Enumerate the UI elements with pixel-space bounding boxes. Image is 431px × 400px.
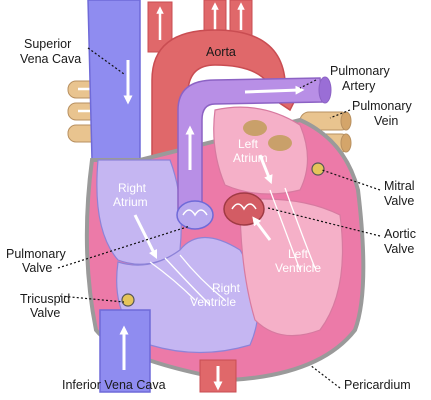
leader-lines (57, 47, 381, 389)
label-pulmonary-artery-2: Artery (342, 79, 376, 93)
right-atrium-chamber (96, 159, 182, 265)
label-superior-vena-cava-2: Vena Cava (20, 52, 81, 66)
label-pulmonary-vein-2: Vein (374, 114, 398, 128)
label-aorta: Aorta (206, 45, 236, 59)
label-aortic-valve-1: Aortic (384, 227, 416, 241)
label-inferior-vena-cava: Inferior Vena Cava (62, 378, 166, 392)
left-atrium-chamber (213, 106, 309, 195)
label-right-ventricle-2: Ventricle (190, 295, 236, 309)
label-pericardium: Pericardium (344, 378, 411, 392)
label-pulmonary-valve-1: Pulmonary (6, 247, 66, 261)
label-right-ventricle-1: Right (212, 281, 241, 295)
label-left-atrium-2: Atrium (233, 151, 268, 165)
label-pulmonary-artery-1: Pulmonary (330, 64, 390, 78)
label-right-atrium-1: Right (118, 181, 147, 195)
tricuspid-valve-dot (121, 293, 135, 307)
label-left-atrium-1: Left (238, 137, 259, 151)
label-mitral-valve-1: Mitral (384, 179, 415, 193)
label-tricuspid-valve-1: Tricuspid (20, 292, 70, 306)
label-pulmonary-vein-1: Pulmonary (352, 99, 412, 113)
label-left-ventricle-2: Ventricle (275, 261, 321, 275)
label-mitral-valve-2: Valve (384, 194, 414, 208)
label-left-ventricle-1: Left (288, 247, 309, 261)
label-pulmonary-valve-2: Valve (22, 261, 52, 275)
mitral-valve-dot (311, 162, 325, 176)
label-superior-vena-cava-1: Superior (24, 37, 71, 51)
label-aortic-valve-2: Valve (384, 242, 414, 256)
chordae-lines (149, 187, 316, 306)
superior-vena-cava (87, 0, 141, 161)
label-tricuspid-valve-2: Valve (30, 306, 60, 320)
label-right-atrium-2: Atrium (113, 195, 148, 209)
